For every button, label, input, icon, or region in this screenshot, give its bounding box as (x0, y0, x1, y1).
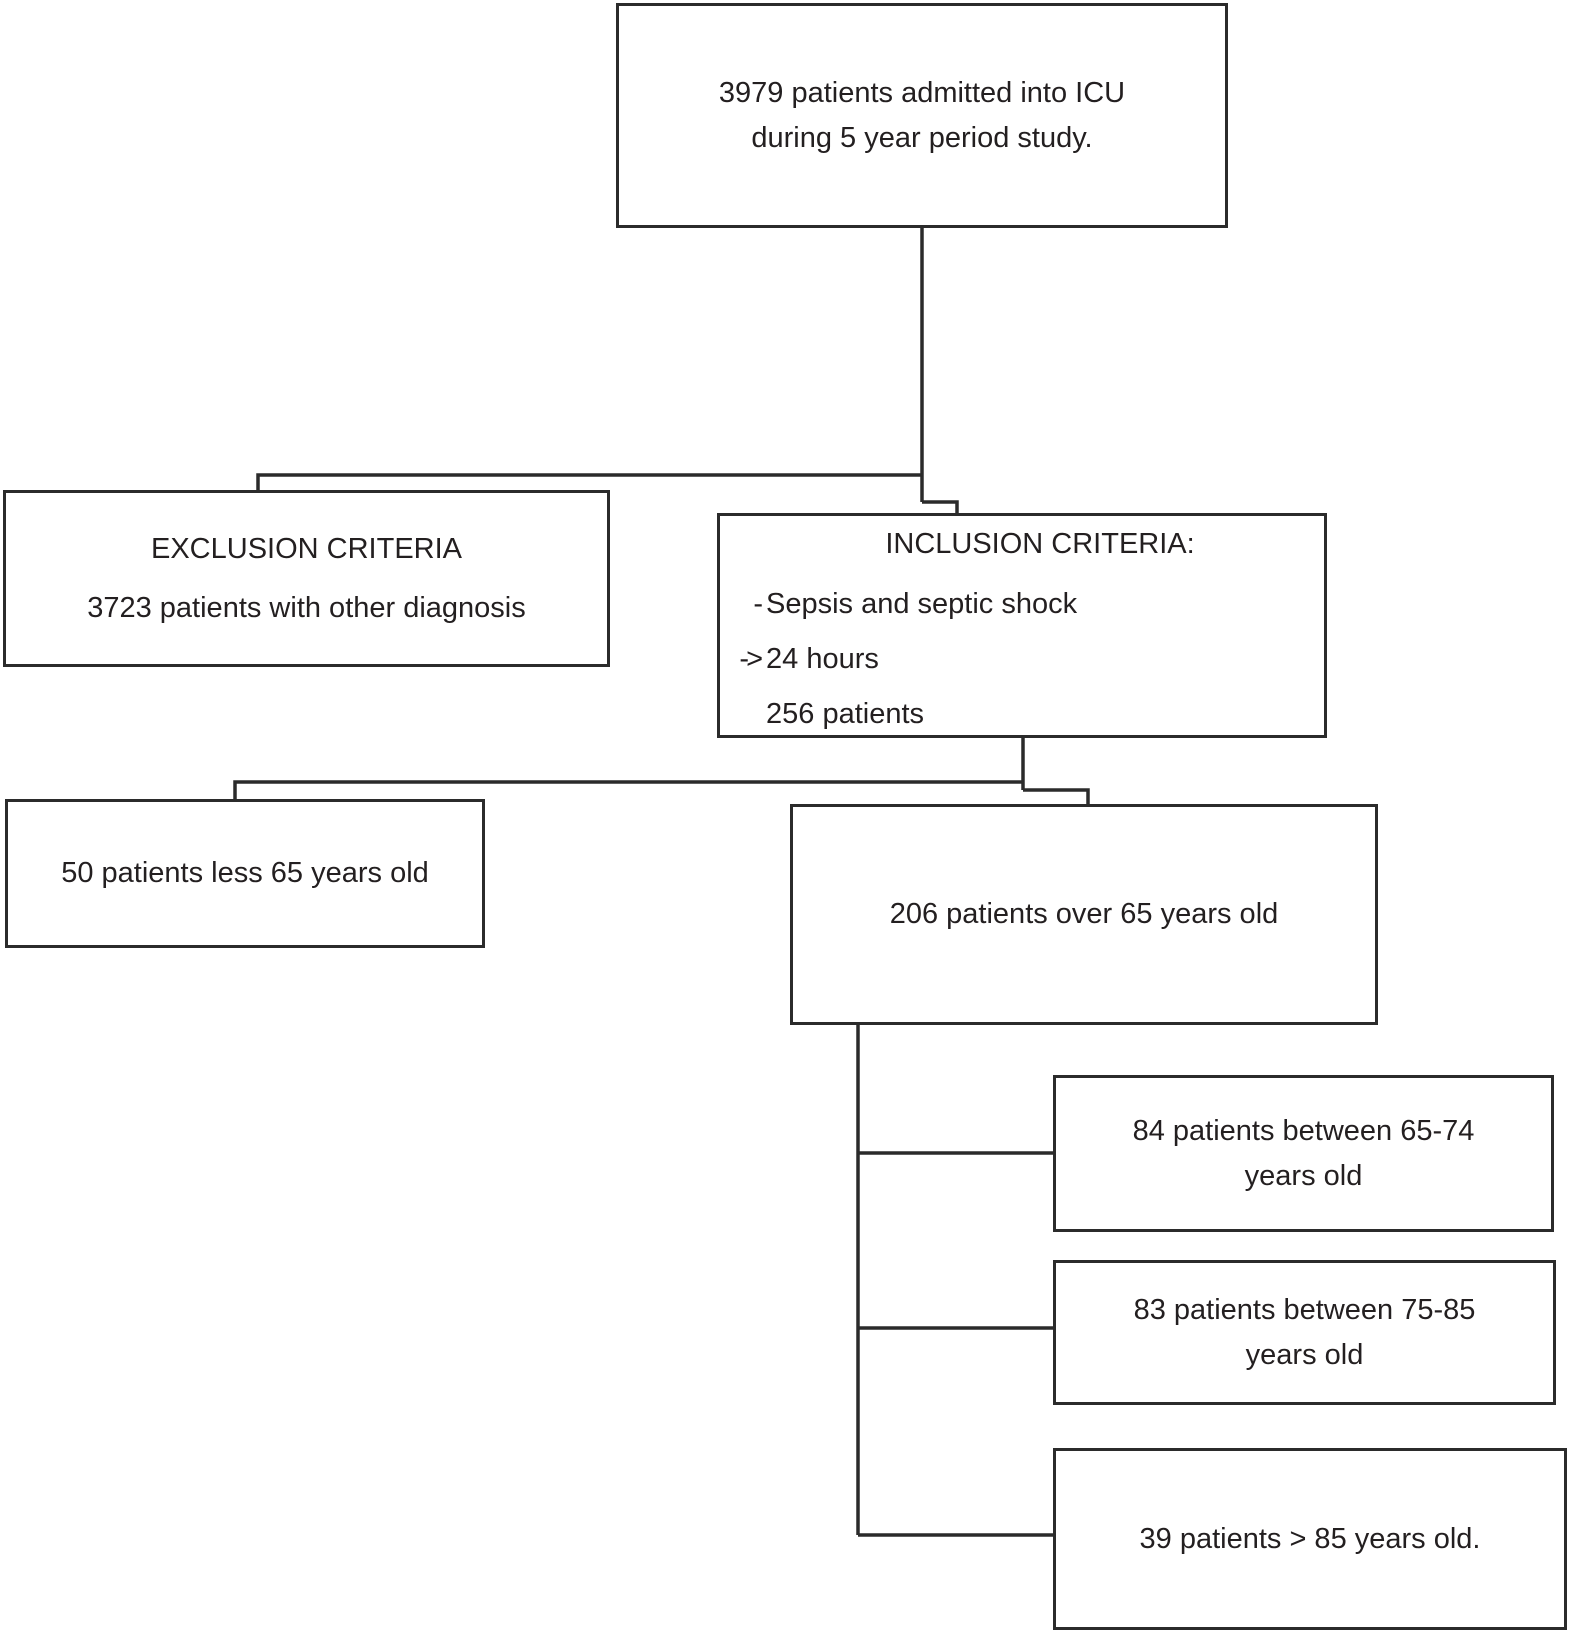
under-65-label: 50 patients less 65 years old (61, 857, 429, 890)
node-age-65-74: 84 patients between 65-74 years old (1053, 1075, 1554, 1232)
node-age-75-85: 83 patients between 75-85 years old (1053, 1260, 1556, 1405)
over-65-label: 206 patients over 65 years old (889, 898, 1279, 931)
age-75-85-label: 83 patients between 75-85 years old (1133, 1293, 1476, 1371)
inclusion-item-sepsis: - Sepsis and septic shock (753, 582, 1314, 627)
inclusion-item-24hours-label: 24 hours (766, 642, 879, 675)
connector-to-over65 (1023, 788, 1090, 806)
node-over-65: 206 patients over 65 years old (790, 804, 1378, 1025)
node-inclusion-criteria: INCLUSION CRITERIA: - Sepsis and septic … (717, 513, 1327, 738)
connector-to-under65 (233, 780, 1023, 801)
inclusion-item-sepsis-label: Sepsis and septic shock (766, 587, 1078, 620)
node-exclusion-criteria: EXCLUSION CRITERIA 3723 patients with ot… (3, 490, 610, 667)
node-admitted-patients: 3979 patients admitted into ICU during 5… (616, 3, 1228, 228)
inclusion-item-24hours: -> 24 hours (739, 637, 1314, 682)
inclusion-item-count-label: 256 patients (766, 697, 925, 730)
dash-bullet: - (753, 587, 763, 620)
connector-to-exclusion (256, 473, 922, 492)
node-over-85: 39 patients > 85 years old. (1053, 1448, 1567, 1630)
exclusion-criteria-title: EXCLUSION CRITERIA (151, 532, 462, 565)
inclusion-criteria-title: INCLUSION CRITERIA: (885, 528, 1195, 560)
age-65-74-label: 84 patients between 65-74 years old (1132, 1114, 1475, 1192)
connector-to-inclusion (922, 500, 959, 515)
exclusion-criteria-detail: 3723 patients with other diagnosis (87, 591, 526, 624)
inclusion-item-count: 256 patients (766, 692, 1314, 737)
admitted-patients-label: 3979 patients admitted into ICU during 5… (718, 76, 1126, 154)
node-under-65: 50 patients less 65 years old (5, 799, 485, 948)
arrow-bullet: -> (739, 642, 763, 675)
over-85-label: 39 patients > 85 years old. (1139, 1522, 1481, 1555)
